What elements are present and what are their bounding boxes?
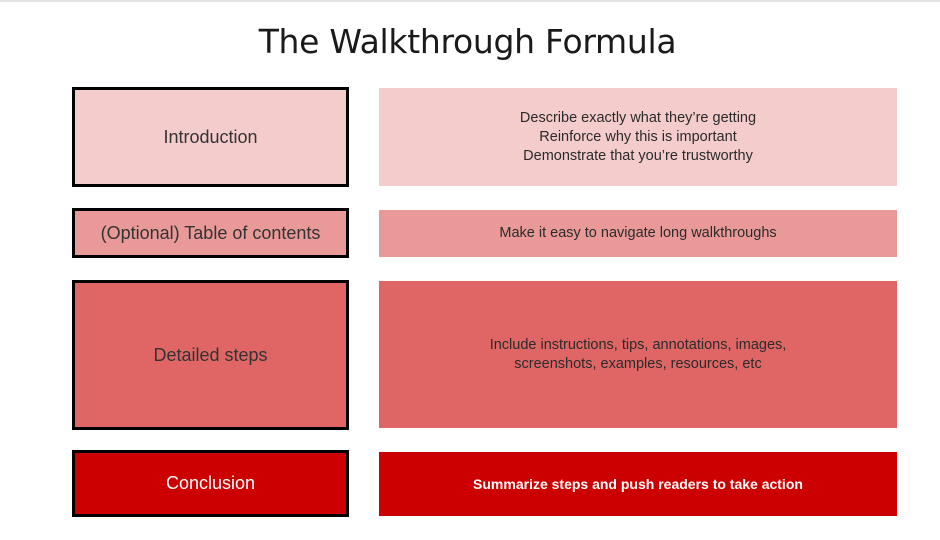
step-label: (Optional) Table of contents xyxy=(100,222,321,243)
top-divider xyxy=(0,0,940,2)
description-line: Summarize steps and push readers to take… xyxy=(473,475,803,492)
step-box-introduction: Introduction xyxy=(72,87,349,187)
step-box-table-of-contents: (Optional) Table of contents xyxy=(72,208,349,258)
description-line: Demonstrate that you’re trustworthy xyxy=(523,147,753,164)
diagram-title: The Walkthrough Formula xyxy=(258,22,677,61)
description-line: screenshots, examples, resources, etc xyxy=(514,355,762,372)
step-label: Detailed steps xyxy=(153,344,268,365)
step-label: Conclusion xyxy=(165,473,256,493)
description-line: Reinforce why this is important xyxy=(539,128,737,145)
description-line: Include instructions, tips, annotations,… xyxy=(489,336,787,353)
description-box-detailed-steps: Include instructions, tips, annotations,… xyxy=(379,281,897,428)
description-box-introduction: Describe exactly what they’re getting Re… xyxy=(379,88,897,186)
description-box-conclusion: Summarize steps and push readers to take… xyxy=(379,452,897,516)
description-line: Describe exactly what they’re getting xyxy=(519,109,757,126)
description-box-table-of-contents: Make it easy to navigate long walkthroug… xyxy=(379,210,897,257)
step-label: Introduction xyxy=(163,126,258,147)
step-box-conclusion: Conclusion xyxy=(72,450,349,517)
description-line: Make it easy to navigate long walkthroug… xyxy=(499,225,777,241)
step-box-detailed-steps: Detailed steps xyxy=(72,280,349,430)
